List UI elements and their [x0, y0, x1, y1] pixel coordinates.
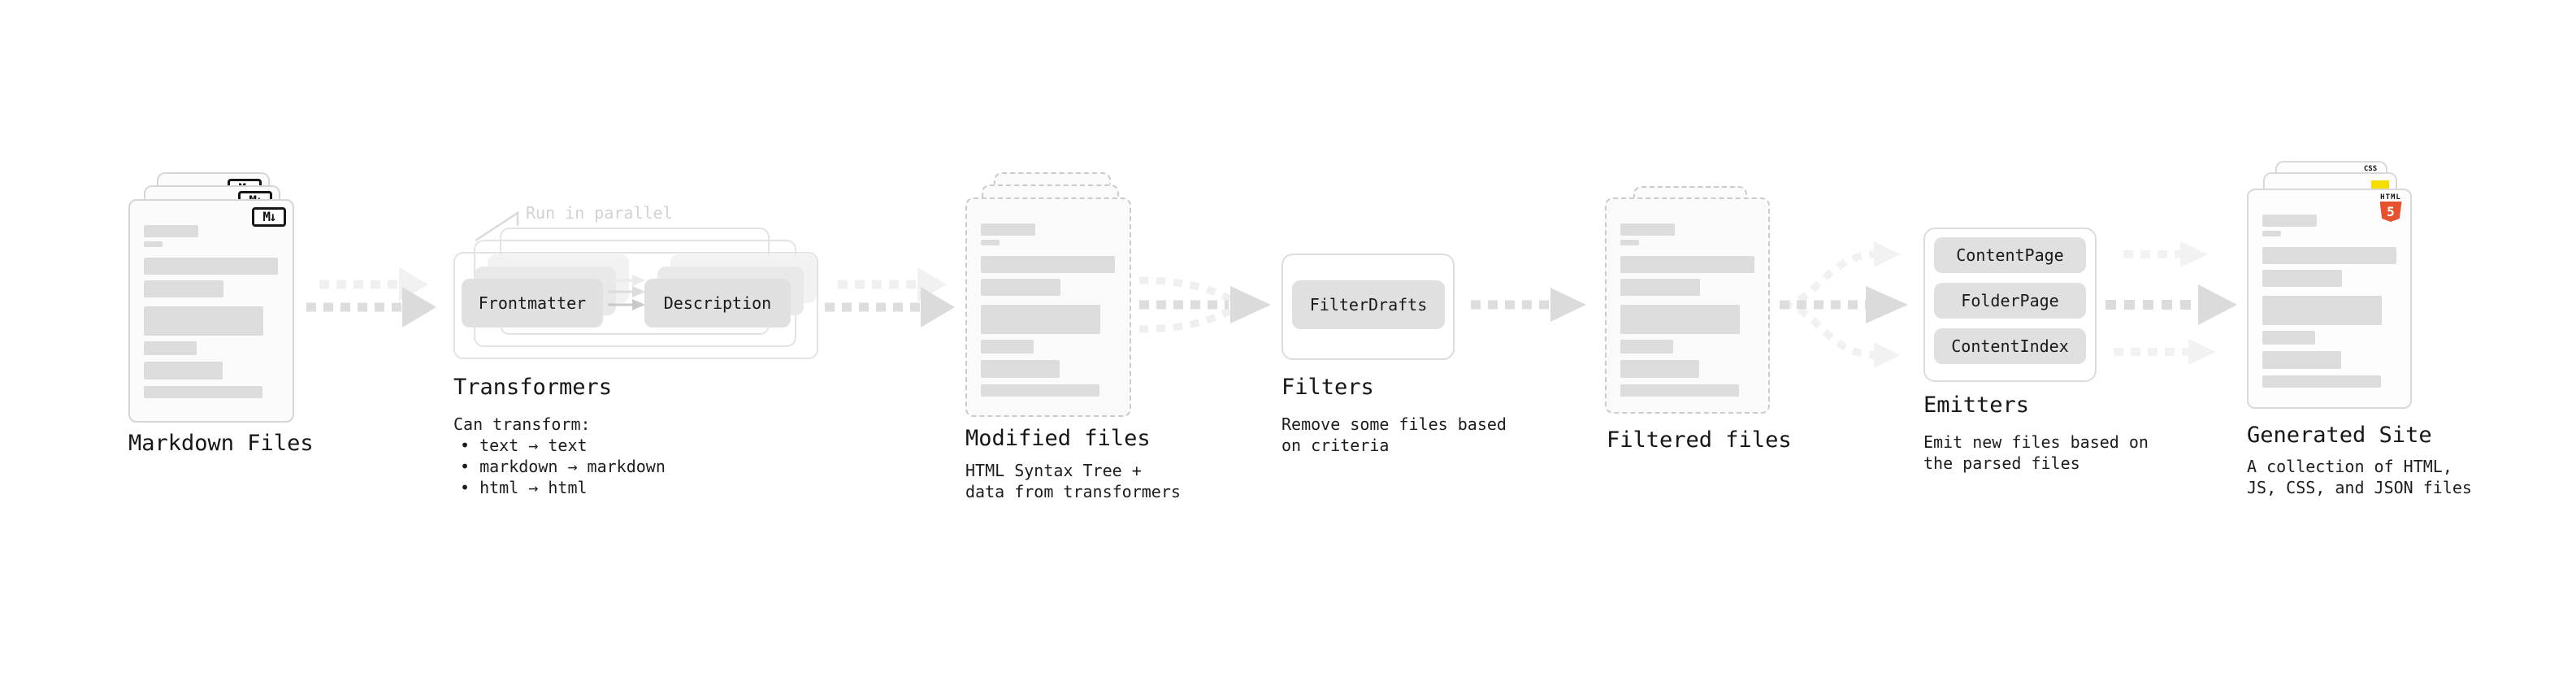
emitter-pill-folderpage: FolderPage	[1934, 283, 2086, 319]
content-bar	[981, 279, 1060, 296]
parallel-mini-arrows	[608, 275, 645, 310]
content-bar	[1620, 279, 1700, 296]
transformers-bullet: • markdown → markdown	[460, 457, 666, 476]
filters-caption: Remove some files based	[1281, 414, 1507, 434]
content-bar	[2262, 351, 2341, 369]
content-bar	[981, 256, 1115, 273]
node-title-generated-site: Generated Site	[2247, 423, 2432, 448]
content-bar	[144, 225, 198, 237]
flow-arrow-filtered-to-emitters-fanout	[1780, 241, 1908, 368]
transformer-pill-description: Description	[644, 279, 791, 327]
arrow-head	[402, 287, 436, 327]
content-bar	[1620, 384, 1739, 397]
generated-site-caption: A collection of HTML,	[2247, 457, 2452, 476]
arrow-head	[2198, 284, 2237, 325]
html5-icon-label: HTML	[2380, 193, 2401, 202]
modified-file-card	[965, 197, 1131, 417]
content-bar	[1620, 240, 1639, 245]
arrow-head	[921, 287, 955, 327]
content-bar	[144, 341, 197, 355]
content-bar	[2262, 247, 2396, 264]
node-title-filtered-files: Filtered files	[1607, 427, 1792, 453]
content-bar	[2262, 296, 2382, 325]
content-bar	[981, 360, 1060, 378]
flow-arrow-markdown-to-transformers	[306, 267, 436, 327]
markdown-icon: M↓	[252, 207, 286, 227]
content-bar	[981, 223, 1035, 236]
js-file-icon	[2371, 180, 2389, 189]
html5-icon-shield: 5	[2379, 202, 2402, 222]
arrow-branch	[1782, 301, 1875, 359]
content-bar	[144, 386, 262, 398]
document-content-bars	[144, 225, 278, 398]
emitter-pill-contentindex: ContentIndex	[1934, 328, 2086, 364]
node-title-transformers: Transformers	[453, 375, 613, 400]
filtered-file-card	[1605, 197, 1770, 414]
content-bar	[144, 280, 223, 297]
modified-files-caption: data from transformers	[965, 482, 1181, 501]
content-bar	[2262, 231, 2281, 236]
transformer-run-box-front	[453, 252, 818, 359]
transformer-pill-frontmatter: Frontmatter	[462, 279, 603, 327]
css-icon-label: CSS	[2363, 165, 2378, 173]
arrow-branch	[1138, 307, 1233, 333]
filters-caption: on criteria	[1281, 436, 1390, 455]
content-bar	[1620, 223, 1675, 236]
content-bar	[144, 241, 163, 247]
document-content-bars	[1620, 223, 1754, 397]
content-bar	[981, 384, 1099, 397]
content-bar	[2262, 270, 2342, 287]
run-in-parallel-annotation: Run in parallel	[526, 203, 673, 223]
content-bar	[1620, 256, 1754, 273]
arrow-head	[1230, 286, 1271, 323]
content-bar	[981, 305, 1100, 334]
markdown-file-card: M↓	[128, 199, 294, 423]
arrow-head	[1874, 241, 1900, 267]
node-title-markdown-files: Markdown Files	[128, 431, 314, 456]
emitters-caption: the parsed files	[1923, 453, 2080, 473]
filter-pill-filterdrafts: FilterDrafts	[1292, 280, 1445, 329]
transformers-bullet: • text → text	[460, 436, 588, 455]
arrow-branch	[1782, 250, 1875, 309]
transformers-bullet: • html → html	[460, 478, 588, 497]
node-title-emitters: Emitters	[1923, 393, 2030, 418]
mini-arrow-head	[632, 275, 645, 286]
html5-icon: HTML 5	[2379, 193, 2402, 222]
node-title-modified-files: Modified files	[965, 426, 1151, 451]
arrow-head	[2188, 339, 2216, 365]
content-bar	[2262, 331, 2315, 345]
arrow-head	[1874, 342, 1900, 368]
transformers-caption: Can transform:	[453, 414, 591, 434]
arrow-branch	[1138, 276, 1233, 302]
content-bar	[144, 306, 263, 336]
site-file-card-html: HTML 5	[2247, 189, 2412, 409]
flow-arrow-filters-to-filtered	[1471, 288, 1586, 322]
emitter-pill-contentpage: ContentPage	[1934, 237, 2086, 273]
arrow-head	[2180, 241, 2208, 267]
content-bar	[1620, 340, 1673, 354]
document-content-bars	[2262, 215, 2396, 388]
arrow-head	[1550, 288, 1586, 322]
content-bar	[981, 340, 1034, 354]
generated-site-caption: JS, CSS, and JSON files	[2247, 478, 2472, 497]
mini-arrow-head	[632, 299, 645, 310]
modified-files-caption: HTML Syntax Tree +	[965, 461, 1142, 480]
annotation-callout-line	[475, 210, 519, 242]
flow-arrow-emitters-to-site	[2105, 241, 2237, 365]
mini-arrow-head	[632, 286, 645, 297]
arrow-head	[1866, 286, 1908, 323]
document-content-bars	[981, 223, 1115, 397]
node-title-filters: Filters	[1281, 375, 1374, 400]
flow-arrow-transformers-to-modified	[825, 267, 955, 327]
content-bar	[2262, 375, 2381, 388]
callout-line	[475, 210, 519, 242]
content-bar	[981, 240, 1000, 245]
content-bar	[1620, 360, 1699, 378]
content-bar	[144, 258, 278, 275]
emitters-caption: Emit new files based on	[1923, 432, 2149, 452]
content-bar	[1620, 305, 1740, 334]
flow-arrow-modified-to-filters-merge	[1138, 276, 1271, 333]
content-bar	[2262, 215, 2317, 227]
content-bar	[144, 362, 223, 380]
